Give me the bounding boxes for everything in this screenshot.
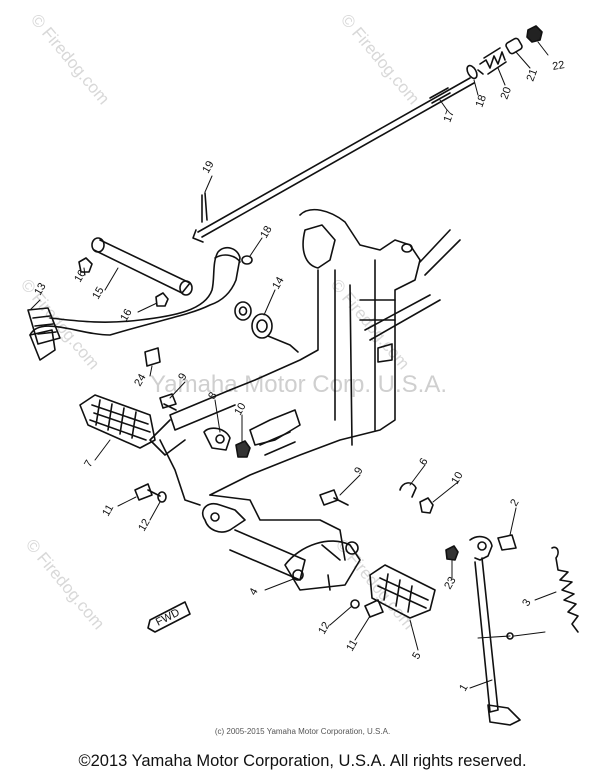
callout-17: 17 (442, 108, 457, 124)
callout-8: 8 (206, 390, 219, 401)
right-bolt-washer (350, 599, 384, 618)
nuts-16 (78, 257, 169, 307)
small-copyright: (c) 2005-2015 Yamaha Motor Corporation, … (214, 727, 391, 736)
callout-9-upper: 9 (176, 371, 189, 382)
return-spring (251, 313, 299, 353)
callout-7: 7 (82, 458, 95, 469)
callout-11-left: 11 (100, 503, 116, 519)
watermark-firedog-mid-right: © Firedog.com (327, 275, 413, 373)
brake-pedal (27, 246, 252, 361)
callout-5: 5 (410, 650, 423, 661)
callout-16-upper: 16 (72, 268, 89, 285)
watermark-firedog-top-left: © Firedog.com (27, 10, 113, 108)
callout-20: 20 (499, 85, 514, 101)
watermark-firedog-low-left: © Firedog.com (22, 535, 108, 633)
collar-24 (144, 347, 161, 367)
callout-9-lower: 9 (352, 465, 365, 476)
callout-16-lower: 16 (118, 307, 135, 324)
callout-12-right: 12 (316, 620, 333, 637)
brake-rod (192, 77, 475, 243)
callout-18-lower: 18 (258, 224, 275, 241)
callout-22: 22 (551, 59, 565, 73)
right-footrest-bracket (284, 540, 436, 619)
callout-15: 15 (90, 285, 107, 302)
callout-1: 1 (457, 682, 470, 693)
callout-3: 3 (520, 597, 533, 608)
upper-hardware (159, 393, 251, 458)
callout-13: 13 (32, 281, 49, 298)
callout-4: 4 (247, 586, 260, 597)
callout-19: 19 (200, 159, 217, 176)
callout-6: 6 (417, 456, 430, 467)
left-footrest (79, 394, 156, 449)
watermark-yamaha: Yamaha Motor Corp. U.S.A. (150, 371, 447, 398)
callout-12-left: 12 (136, 517, 153, 534)
callout-11-right: 11 (344, 638, 360, 654)
watermark-firedog-mid-left: © Firedog.com (17, 275, 103, 373)
fwd-arrow (147, 601, 191, 633)
callout-10-upper: 10 (232, 401, 249, 418)
cotter-pin (201, 192, 208, 223)
rod-end-parts (466, 25, 543, 80)
callout-21: 21 (525, 67, 540, 83)
pivot-shaft (91, 237, 193, 296)
leader-lines (29, 41, 557, 689)
callout-23: 23 (442, 575, 459, 592)
callout-10-lower: 10 (449, 470, 466, 487)
mid-hardware (319, 482, 434, 514)
frame (149, 208, 461, 581)
callout-14: 14 (270, 275, 287, 292)
callout-18-top: 18 (474, 93, 489, 109)
watermark-firedog-top-right: © Firedog.com (337, 10, 423, 108)
callout-layer: 17 18 20 21 22 19 18 14 16 15 16 13 24 9… (32, 59, 565, 693)
left-bolt-washer (134, 483, 167, 503)
callout-24: 24 (132, 372, 149, 389)
callout-2: 2 (508, 497, 521, 508)
side-stand (445, 534, 579, 726)
footer-copyright: ©2013 Yamaha Motor Corporation, U.S.A. A… (78, 752, 527, 770)
washer-18-lower (241, 255, 253, 265)
